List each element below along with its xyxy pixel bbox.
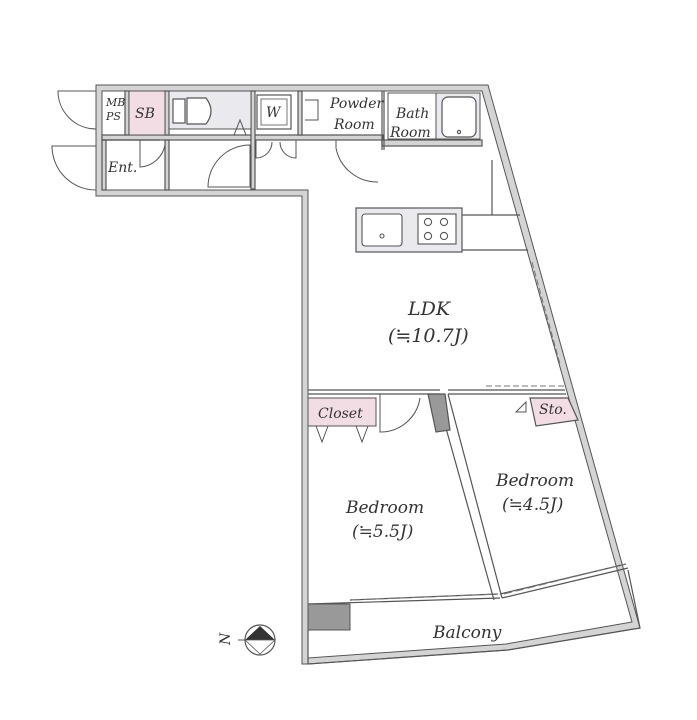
bath-room-label-line2: Room xyxy=(389,125,431,141)
compass-label: N xyxy=(218,632,234,646)
closet-label: Closet xyxy=(318,406,363,422)
storage-label: Sto. xyxy=(539,402,567,418)
washer-inner xyxy=(260,98,288,126)
mbps-label-line1: MB xyxy=(105,96,125,109)
toilet-icon xyxy=(172,97,212,125)
sb-cabinet xyxy=(128,90,166,136)
ldk-label: LDK xyxy=(407,298,452,320)
bathtub-icon xyxy=(441,96,477,138)
sliding-doors xyxy=(351,261,627,601)
sink-icon xyxy=(361,213,403,247)
balcony-label: Balcony xyxy=(432,623,502,643)
bath-room-label-line1: Bath xyxy=(395,106,429,122)
bedroom-b-size-label: (≒4.5J) xyxy=(502,495,563,515)
north-arrow-icon xyxy=(238,624,277,656)
doors xyxy=(51,90,527,444)
bedroom-b-label: Bedroom xyxy=(495,471,574,491)
powder-room-label-line2: Room xyxy=(333,117,375,133)
powder-room-label-line1: Powder xyxy=(329,96,385,112)
column xyxy=(307,603,351,631)
outer-wall xyxy=(95,84,641,665)
bedroom-a-label: Bedroom xyxy=(345,498,424,518)
bath-panel xyxy=(387,92,437,140)
ldk-size-label: (≒10.7J) xyxy=(388,325,469,347)
mbps-label-line2: PS xyxy=(105,110,121,123)
balcony-outline xyxy=(307,569,641,665)
stove-icon xyxy=(417,213,457,245)
bedroom-a-size-label: (≒5.5J) xyxy=(352,522,413,542)
sb-label: SB xyxy=(135,106,155,122)
entrance-label: Ent. xyxy=(107,160,137,176)
washer-label: W xyxy=(266,105,282,121)
partitions xyxy=(101,90,629,605)
closet-cabinet xyxy=(307,397,377,427)
